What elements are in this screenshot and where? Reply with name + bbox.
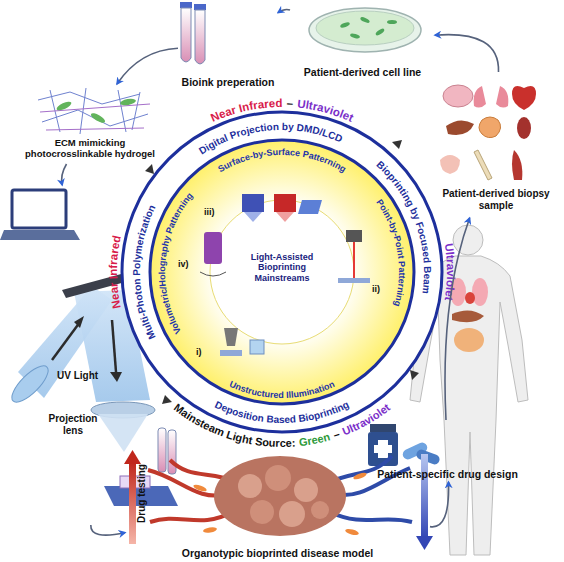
node-text: Bioink preperation <box>178 76 278 88</box>
ring-text: Volumetric/Holography Patterning <box>157 191 195 336</box>
node-text: Organotypic bioprinted disease model <box>125 547 430 559</box>
process-step: Organotypic bioprinted disease model <box>125 440 430 562</box>
ring-label: Ultraviolet <box>443 242 457 301</box>
node-text: Light-Assisted Bioprinting Mainstreams <box>232 252 332 283</box>
ring-text-path: Near Infrared–Ultraviolet <box>209 97 355 124</box>
ring-text-path: Surface-by-Surface Patterning <box>216 147 348 174</box>
flow-arrow <box>91 525 125 535</box>
node-text: Projection lens <box>41 413 105 436</box>
ring-label: Multi-Photon Polymerization <box>131 203 158 341</box>
ring-text: Surface-by-Surface Patterning <box>216 147 348 174</box>
flow-arrow <box>435 35 499 72</box>
ring-label: Near Infrared <box>209 97 283 124</box>
ring-text: Near Infrared <box>107 234 123 309</box>
flow-arrow <box>117 48 178 84</box>
callout-number: i) <box>196 348 202 358</box>
ring-label: Green <box>298 430 331 448</box>
flow-arrow <box>430 482 449 527</box>
ring-text: Deposition Based Bioprinting <box>213 399 350 425</box>
ring-text-path: Multi-Photon Polymerization <box>131 203 158 341</box>
callout-number: ii) <box>372 285 380 295</box>
bioink-tubes <box>180 2 206 64</box>
ring-label: Unstructured Illumination <box>228 379 336 400</box>
ring-label: Surface-by-Surface Patterning <box>216 147 348 174</box>
mainstream-wheel: Near Infrared–UltravioletNear InfraredUl… <box>92 82 472 462</box>
ring-label: – <box>332 427 342 440</box>
ring-text-path: Volumetric/Holography Patterning <box>157 191 195 336</box>
disease-model-art <box>124 450 433 550</box>
process-step: Patient-derived biopsy sample <box>440 72 552 218</box>
node-text: Patient-derived biopsy sample <box>440 188 552 211</box>
process-step: Patient-derived cell line <box>290 0 435 82</box>
axis-note: Drug testing <box>136 449 147 539</box>
hydrogel-mesh <box>38 88 150 134</box>
organ-icons <box>440 85 536 180</box>
process-step: ECM mimicking photocrosslinkable hydroge… <box>15 84 165 164</box>
callout-number: iv) <box>178 260 189 270</box>
process-step: Bioink preperation <box>178 0 278 92</box>
flow-arrow <box>62 164 67 185</box>
process-step: Patient-specific drug design <box>355 420 540 482</box>
ring-label: – <box>286 97 294 109</box>
ring-text: Multi-Photon Polymerization <box>131 203 158 341</box>
callout-number: iii) <box>204 208 215 218</box>
ring-text-path: Ultraviolet <box>443 242 457 301</box>
ring-text-path: Near Infrared <box>107 234 123 309</box>
printer-setup: UV LightProjection lens <box>5 185 195 525</box>
node-text: Patient-derived cell line <box>290 66 435 78</box>
ring-label: Ultraviolet <box>297 98 356 124</box>
ring-label: Near Infrared <box>107 234 123 309</box>
drug-icon <box>368 424 441 466</box>
petri-dish <box>309 8 421 52</box>
ring-label: Deposition Based Bioprinting <box>213 399 350 425</box>
ring-label: Volumetric/Holography Patterning <box>157 191 195 336</box>
ring-text: Unstructured Illumination <box>228 379 336 400</box>
ring-text: Near Infrared–Ultraviolet <box>209 97 355 124</box>
ring-text: Ultraviolet <box>443 242 457 301</box>
flow-arrow <box>278 9 290 12</box>
node-text: Patient-specific drug design <box>355 468 540 480</box>
ring-text-path: Unstructured Illumination <box>228 379 336 400</box>
node-text: UV Light <box>57 370 117 382</box>
node-text: ECM mimicking photocrosslinkable hydroge… <box>15 138 165 160</box>
ring-text-path: Deposition Based Bioprinting <box>213 399 350 425</box>
